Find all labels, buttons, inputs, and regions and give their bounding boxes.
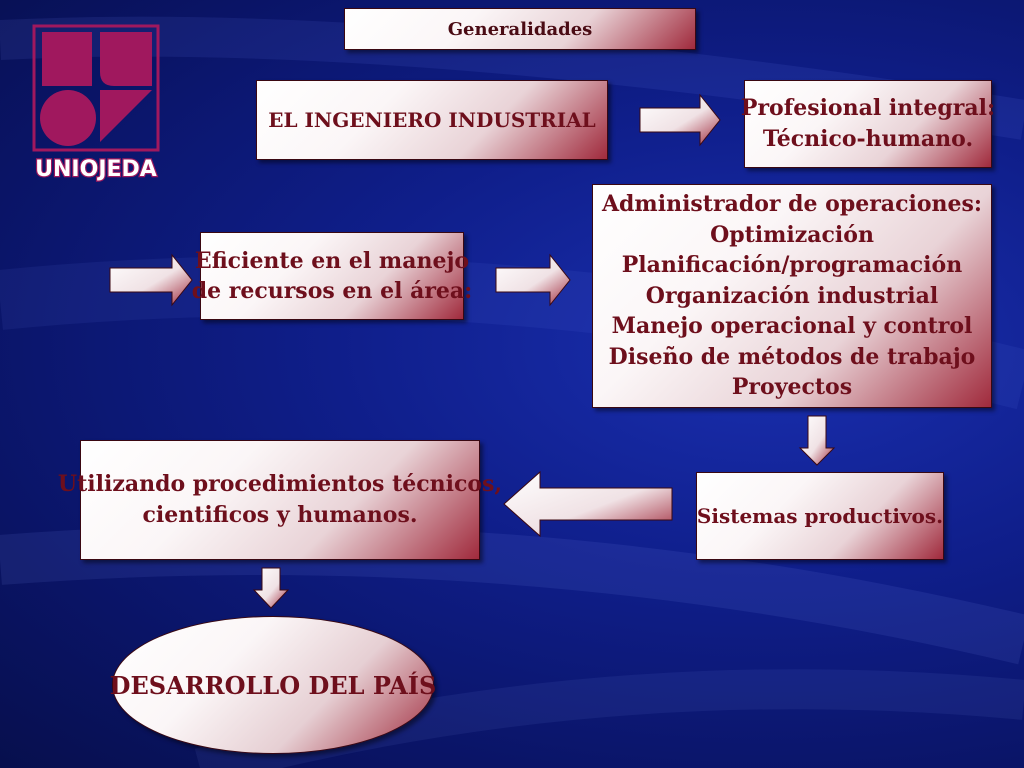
- utilizando-line-1: Utilizando procedimientos técnicos,: [57, 471, 503, 497]
- administrador-line-1: Administrador de operaciones:: [601, 191, 982, 218]
- arrow-down-icon: [798, 415, 836, 466]
- logo-text: UNIOJEDA: [35, 157, 157, 182]
- desarrollo-label: DESARROLLO DEL PAÍS: [109, 670, 437, 700]
- box-generalidades: Generalidades: [344, 8, 696, 50]
- profesional-line-2: Técnico-humano.: [762, 126, 974, 152]
- arrow-left-icon: [503, 470, 673, 538]
- administrador-line-7: Proyectos: [731, 374, 853, 401]
- box-sistemas-productivos: Sistemas productivos.: [696, 472, 944, 560]
- utilizando-line-2: cientificos y humanos.: [142, 502, 418, 528]
- administrador-line-6: Diseño de métodos de trabajo: [608, 343, 976, 370]
- ingeniero-label: EL INGENIERO INDUSTRIAL: [268, 108, 596, 132]
- eficiente-line-2: de recursos en el área:: [191, 278, 473, 304]
- ellipse-desarrollo-pais: DESARROLLO DEL PAÍS: [109, 616, 437, 754]
- uniojeda-logo: UNIOJEDA: [32, 24, 160, 183]
- sistemas-label: Sistemas productivos.: [696, 504, 944, 528]
- box-eficiente: Eficiente en el manejo de recursos en el…: [192, 232, 472, 320]
- box-utilizando-procedimientos: Utilizando procedimientos técnicos, cien…: [58, 440, 502, 560]
- profesional-line-1: Profesional integral:: [740, 95, 996, 121]
- box-administrador-operaciones: Administrador de operaciones: Optimizaci…: [592, 184, 992, 408]
- administrador-line-4: Organización industrial: [645, 282, 939, 309]
- arrow-right-icon: [495, 253, 571, 307]
- generalidades-label: Generalidades: [447, 18, 593, 40]
- administrador-line-5: Manejo operacional y control: [611, 313, 973, 340]
- administrador-line-3: Planificación/programación: [621, 252, 963, 279]
- box-profesional-integral: Profesional integral: Técnico-humano.: [740, 80, 996, 168]
- box-ingeniero-industrial: EL INGENIERO INDUSTRIAL: [256, 80, 608, 160]
- arrow-right-icon: [109, 253, 193, 307]
- arrow-right-icon: [639, 93, 721, 147]
- arrow-down-icon: [252, 567, 290, 609]
- administrador-line-2: Optimización: [710, 221, 874, 248]
- eficiente-line-1: Eficiente en el manejo: [194, 248, 470, 274]
